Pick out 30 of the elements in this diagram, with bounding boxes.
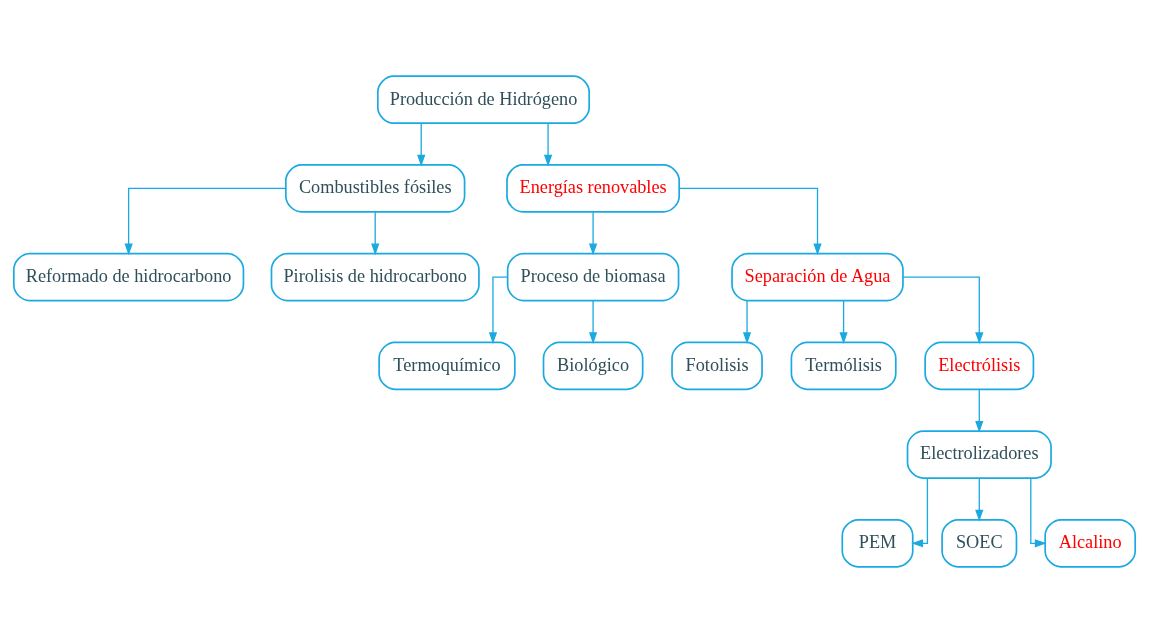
node-box: Termólisis <box>790 341 897 391</box>
node-box: Pirolisis de hidrocarbono <box>270 252 480 302</box>
arrow <box>678 187 822 256</box>
arrow <box>543 122 553 167</box>
node-box: SOEC <box>941 518 1018 568</box>
node-box: Electrólisis <box>924 341 1035 391</box>
node-box: Termoquímico <box>378 341 516 391</box>
node-box: Electrolizadores <box>906 430 1052 479</box>
arrow <box>742 300 752 344</box>
arrow <box>975 389 984 433</box>
node-box: Proceso de biomasa <box>506 252 680 302</box>
arrow <box>589 211 598 256</box>
node-box: Separación de Agua <box>731 252 904 302</box>
arrow <box>902 276 984 345</box>
arrow <box>417 122 426 167</box>
node-box: Producción de Hidrógeno <box>376 75 591 125</box>
arrow <box>839 300 848 344</box>
node-box: Fotolisis <box>671 341 763 391</box>
node-box: Energías renovables <box>506 164 681 213</box>
arrow <box>589 300 598 344</box>
arrow <box>371 211 380 256</box>
arrow <box>975 477 984 522</box>
arrow <box>1030 477 1047 548</box>
arrow <box>911 477 929 548</box>
node-box: Biológico <box>542 341 644 391</box>
node-box: Alcalino <box>1044 518 1137 568</box>
arrow <box>124 187 287 256</box>
node-box: Combustibles fósiles <box>285 164 466 213</box>
node-box: PEM <box>841 518 914 568</box>
node-box: Reformado de hidrocarbono <box>12 252 245 302</box>
